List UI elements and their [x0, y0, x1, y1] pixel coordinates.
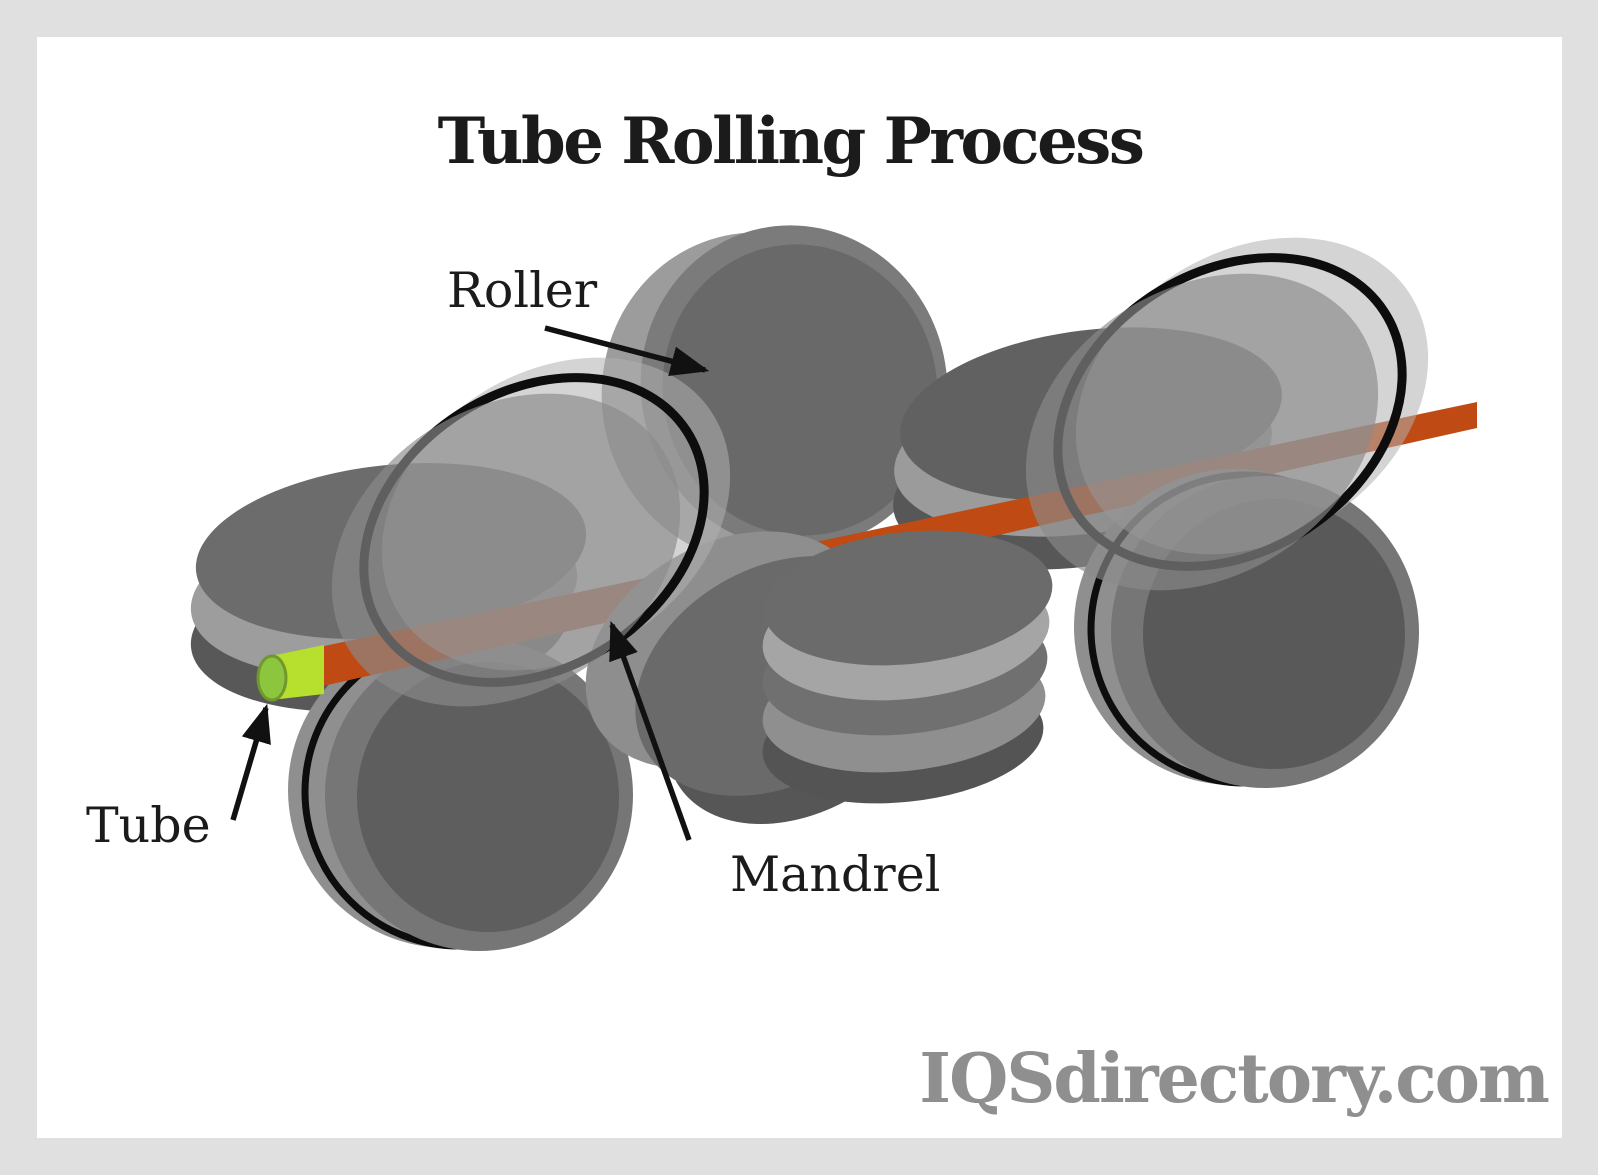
mandrel-label: Mandrel [730, 846, 940, 903]
roller-face [662, 244, 938, 536]
roller-face [357, 662, 619, 932]
tube-end-cap [256, 654, 288, 702]
roller-left-upper [331, 357, 731, 707]
tube-arrow [230, 703, 271, 821]
tube-tip [256, 645, 324, 702]
watermark: IQSdirectory.com [919, 1039, 1549, 1119]
page-title: Tube Rolling Process [438, 104, 1143, 179]
roller-center-pair [585, 530, 1053, 824]
roller-stack-top-face [763, 530, 1053, 666]
mandrel-arrow [609, 620, 692, 841]
roller-arrow [544, 325, 710, 376]
tube-label: Tube [86, 797, 211, 854]
roller-bottom-left [288, 632, 633, 951]
roller-right-upper [1025, 237, 1429, 591]
roller-tilted-front [1025, 273, 1379, 591]
roller-tilted-front [331, 393, 681, 707]
roller-label: Roller [447, 262, 598, 319]
